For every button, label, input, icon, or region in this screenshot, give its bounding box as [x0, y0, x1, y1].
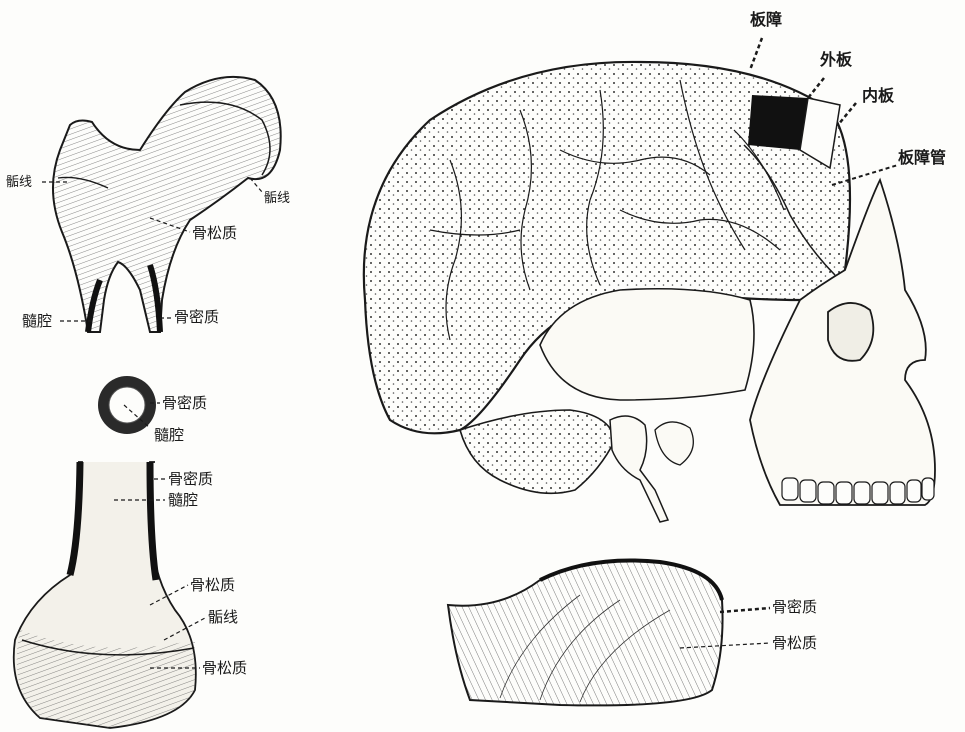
label-femur-epiphyseal-right: 骺线	[264, 192, 290, 205]
label-skull-diploe: 板障	[750, 12, 782, 28]
skull-drawing	[364, 62, 935, 522]
label-patella-spongy: 骨松质	[772, 636, 817, 651]
label-skull-inner-table: 内板	[862, 88, 894, 104]
patella-drawing	[448, 560, 723, 705]
label-ring-compact: 骨密质	[162, 396, 207, 411]
label-femur-spongy: 骨松质	[192, 226, 237, 241]
label-skull-outer-table: 外板	[820, 52, 852, 68]
label-femur-compact: 骨密质	[174, 310, 219, 325]
label-skull-diploic-canal: 板障管	[898, 150, 946, 166]
label-femur-marrow: 髓腔	[22, 314, 52, 329]
label-femur-epiphyseal-left: 骺线	[6, 176, 32, 189]
label-shaft-epiphyseal: 骺线	[208, 610, 238, 625]
label-patella-compact: 骨密质	[772, 600, 817, 615]
label-shaft-compact: 骨密质	[168, 472, 213, 487]
label-shaft-marrow: 髓腔	[168, 493, 198, 508]
label-shaft-spongy-lower: 骨松质	[202, 661, 247, 676]
label-ring-marrow: 髓腔	[154, 428, 184, 443]
label-shaft-spongy-upper: 骨松质	[190, 578, 235, 593]
femur-head-drawing	[53, 77, 281, 332]
